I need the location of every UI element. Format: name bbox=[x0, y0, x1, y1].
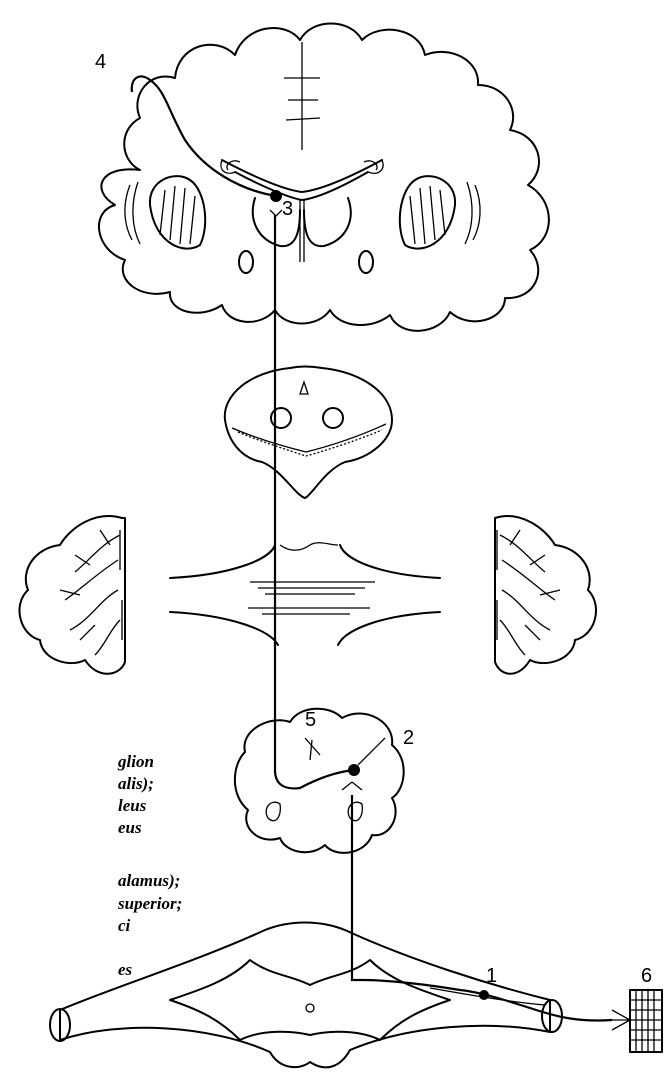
caption-line-6: superior; bbox=[118, 895, 182, 912]
caption-line-3: leus bbox=[118, 797, 146, 814]
cerebellum-left bbox=[19, 516, 125, 674]
spinal-ganglion-cell bbox=[479, 990, 489, 1000]
label-3: 3 bbox=[282, 198, 293, 220]
label-4: 4 bbox=[95, 51, 106, 73]
label-5: 5 bbox=[305, 709, 316, 731]
pons-section bbox=[170, 543, 440, 645]
brainstem-section bbox=[225, 367, 392, 499]
label-1: 1 bbox=[486, 965, 497, 987]
receptor bbox=[612, 990, 662, 1052]
caption-line-8: es bbox=[118, 961, 132, 978]
caption-line-5: alamus); bbox=[118, 872, 180, 889]
brain-coronal-section bbox=[99, 24, 549, 331]
caption-line-4: eus bbox=[118, 819, 142, 836]
cerebellum-right bbox=[495, 516, 596, 674]
label-2: 2 bbox=[403, 727, 414, 749]
label-6: 6 bbox=[641, 965, 652, 987]
medulla-section bbox=[235, 709, 404, 853]
caption-line-7: ci bbox=[118, 917, 130, 934]
caption-line-2: alis); bbox=[118, 775, 154, 792]
caption-line-1: glion bbox=[118, 753, 154, 770]
sensory-neural-pathway bbox=[132, 76, 612, 1020]
